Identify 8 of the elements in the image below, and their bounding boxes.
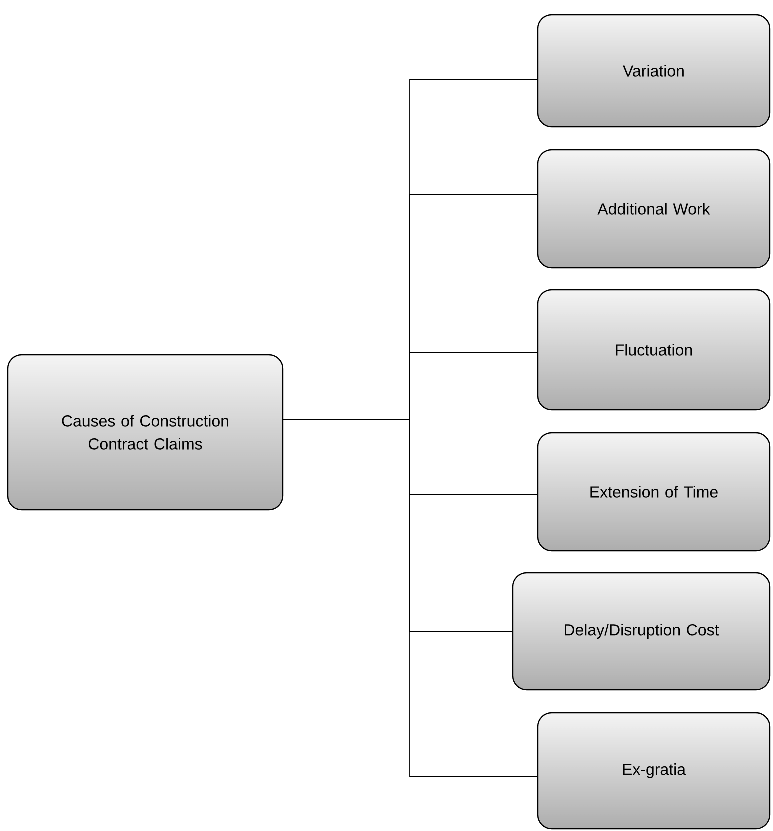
process-box: Causes of Construction Contract Claims [7, 354, 284, 511]
process-box: Variation [537, 14, 771, 128]
process-box: Additional Work [537, 149, 771, 269]
connector-line [283, 420, 538, 778]
process-box: Fluctuation [537, 289, 771, 411]
process-box: Ex-gratia [537, 712, 771, 830]
process-box: Delay/Disruption Cost [512, 572, 771, 691]
process-box: Extension of Time [537, 432, 771, 552]
